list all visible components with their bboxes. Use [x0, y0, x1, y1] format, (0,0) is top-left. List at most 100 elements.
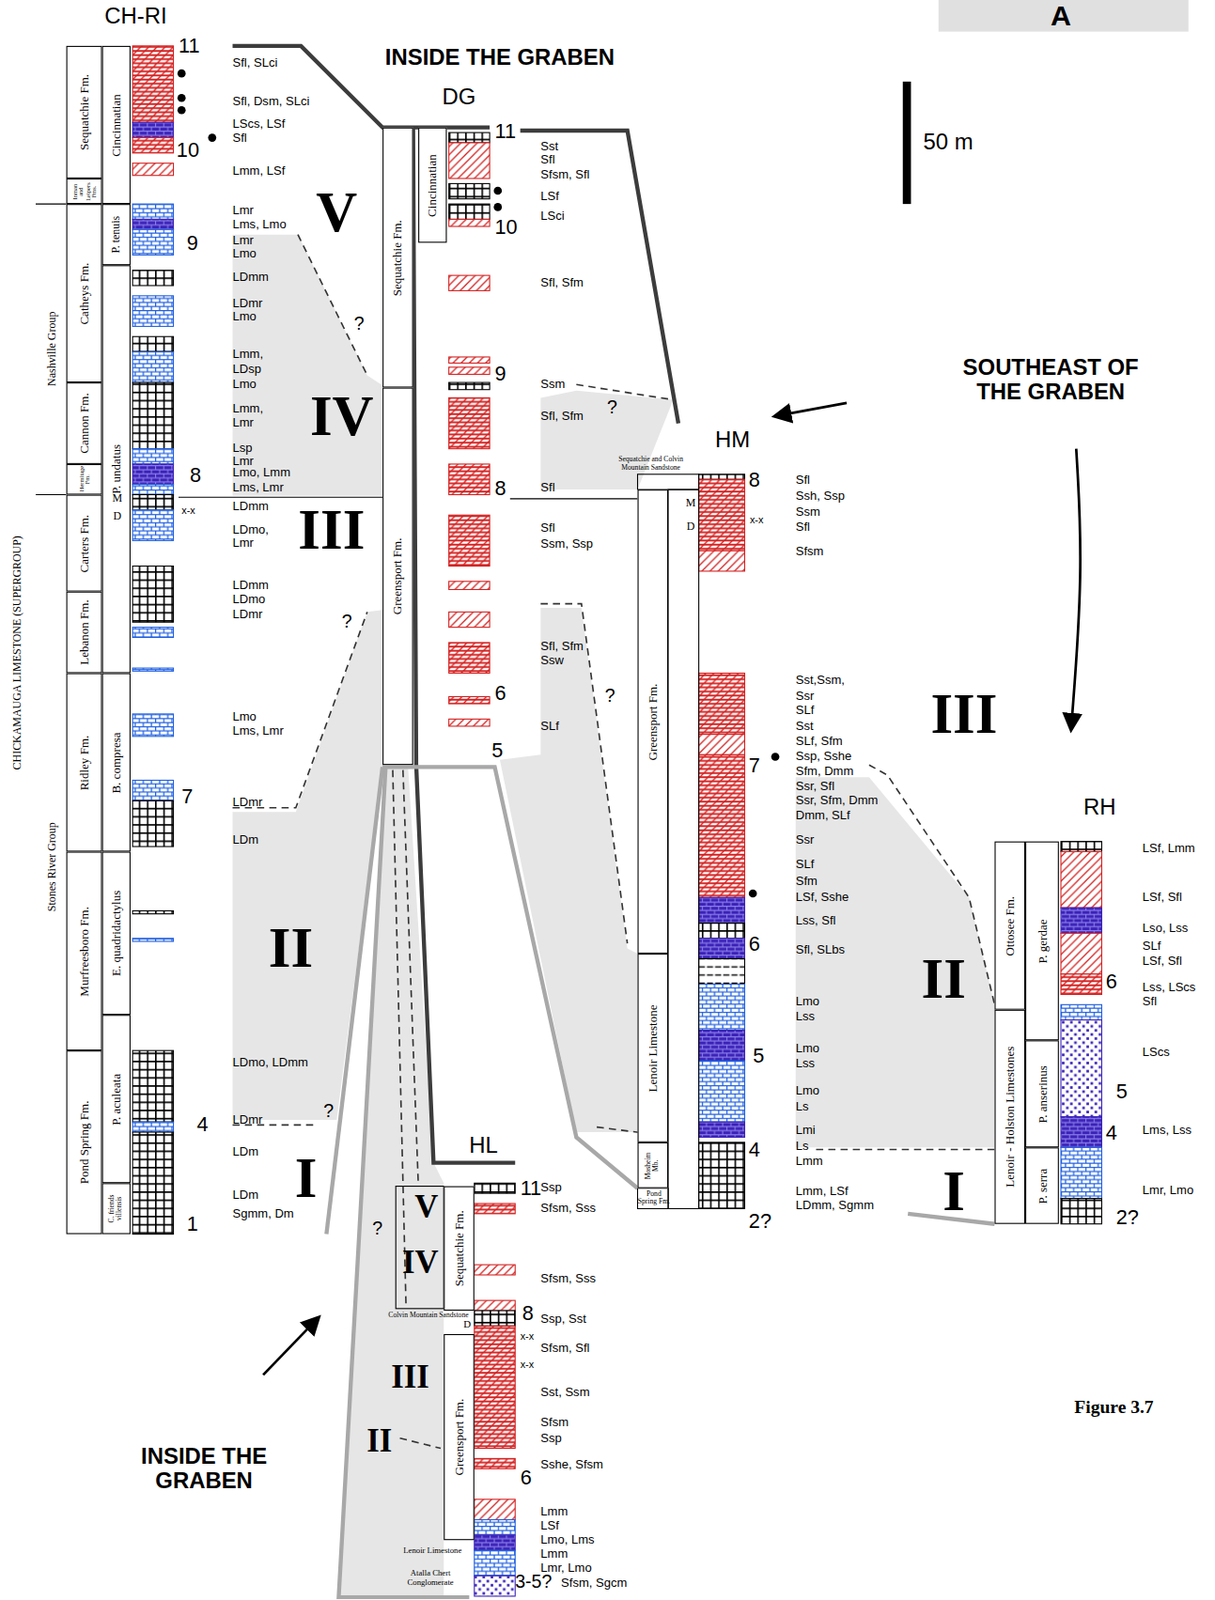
lithology-bed: [699, 734, 746, 756]
formation-box: Carters Fm.: [66, 495, 103, 592]
lithofacies-code: LSf: [540, 1519, 560, 1533]
lithology-bed: [474, 1535, 515, 1551]
lithology-bed: [132, 910, 173, 914]
lithofacies-code: Sfsm, Sgcm: [560, 1576, 627, 1590]
biozone-box: Cincinnatian: [418, 127, 447, 244]
lithology-bed: [132, 46, 173, 123]
lithofacies-code: Sst: [795, 719, 814, 733]
biozone-box: P. tenuis: [102, 203, 131, 265]
fossil-symbol: [177, 93, 187, 103]
sequence-number: III: [930, 682, 997, 746]
lithology-bed: [132, 1132, 173, 1235]
lithofacies-code: LScs: [1142, 1045, 1170, 1060]
query-mark: ?: [605, 686, 616, 707]
unit-name: Nashville Group: [45, 311, 58, 387]
lithofacies-code: LSf: [540, 189, 560, 203]
region-heading: INSIDE THE GRABEN: [385, 46, 615, 71]
unit-name: Sequatchie Fm.: [77, 48, 92, 176]
lithology-bed: [699, 754, 746, 898]
lithofacies-code: Lmr, Lmo: [540, 1561, 592, 1575]
lithofacies-code: Lss, LScs: [1142, 981, 1196, 995]
lithofacies-code: Lmo: [233, 377, 257, 391]
region-heading: SOUTHEAST OF THE GRABEN: [940, 356, 1160, 406]
lithology-bed: [449, 142, 490, 179]
correlation-area: [233, 234, 384, 497]
lithofacies-code: Sfsm, Sss: [540, 1201, 596, 1215]
formation-box: Greensport Fm.: [382, 388, 414, 766]
column-outline: [668, 489, 700, 1209]
lithology-bed: [474, 1310, 515, 1326]
lithofacies-code: Ssm, Ssp: [540, 538, 593, 552]
horizon-number: 9: [495, 361, 507, 385]
lithofacies-code: Ls: [795, 1139, 810, 1153]
bed-marker: D: [113, 509, 123, 522]
lithofacies-code: Lmr: [233, 233, 254, 248]
query-mark: ?: [372, 1218, 383, 1239]
lithology-bed: [132, 336, 173, 352]
sequence-number: V: [315, 180, 358, 244]
lithology-bed: [699, 1142, 746, 1210]
lithology-bed: [132, 510, 173, 542]
lithology-bed: [699, 550, 746, 572]
group-boundary: [35, 203, 67, 205]
lithology-bed: [132, 449, 173, 465]
lithofacies-code: Sfl: [795, 520, 810, 534]
group-boundary: [35, 494, 67, 496]
pointer-arrow: [775, 403, 847, 417]
query-mark: ?: [607, 397, 618, 418]
unit-name: Lebanon Fm.: [77, 594, 92, 670]
biozone-box: E. quadridactylus: [102, 851, 131, 1015]
lithology-bed: [474, 1550, 515, 1576]
lithofacies-code: Lmo, Lms: [540, 1533, 594, 1547]
pointer-arrow: [1071, 449, 1081, 731]
unit-name: Greensport Fm.: [391, 390, 405, 763]
lithology-bed: [1060, 841, 1102, 853]
lithofacies-code: LDmr: [233, 1113, 264, 1127]
lithology-bed: [132, 484, 173, 496]
unit-name: Cincinnatian: [109, 48, 124, 202]
lithology-bed: [449, 696, 490, 704]
unit-name: Lenoir Limestone: [646, 956, 660, 1139]
lithofacies-code: Ssr: [795, 689, 815, 703]
unit-name: CHICKAMAUGA LIMESTONE (SUPERGROUP): [10, 535, 23, 770]
lithofacies-code: LDmr: [233, 607, 264, 622]
lithofacies-code: SLf: [540, 719, 560, 733]
sequence-number: III: [390, 1358, 430, 1395]
lithofacies-code: LDmm: [233, 578, 269, 592]
unit-name: Sequatchie and Colvin Mountain Sandstone: [604, 456, 699, 473]
horizon-number: 11: [520, 1177, 543, 1200]
lithofacies-code: Sgmm, Dm: [233, 1207, 295, 1221]
horizon-number: 10: [495, 215, 518, 238]
lithology-bed: [132, 203, 173, 219]
lithofacies-code: Ssp, Sshe: [795, 749, 852, 764]
lithology-bed: [699, 1060, 746, 1122]
scale-bar: [903, 81, 912, 204]
sequence-number: II: [268, 917, 313, 981]
bed-marker: M: [685, 497, 697, 510]
unit-name: Lenoir Limestone: [403, 1546, 462, 1557]
lithology-bed: [474, 1203, 515, 1215]
lithofacies-code: Lmo: [795, 995, 820, 1009]
lithofacies-code: LDm: [233, 1146, 260, 1160]
lithofacies-code: Sfm, Dmm: [795, 765, 855, 779]
lithology-bed: [132, 938, 173, 942]
lithofacies-code: Sfsm, Sfl: [540, 169, 590, 183]
unit-name: P. serra: [1035, 1151, 1049, 1222]
pointer-arrow: [263, 1318, 319, 1376]
lithofacies-code: Lmr: [233, 204, 254, 219]
fossil-symbol: [207, 133, 217, 142]
unit-name: Greensport Fm.: [452, 1337, 467, 1538]
formation-box: Lenoir - Holston Limestones: [994, 1010, 1026, 1225]
lithofacies-code: Lmm: [540, 1547, 568, 1561]
lithofacies-code: Lmm,: [233, 402, 265, 416]
lithology-bed: [449, 382, 490, 390]
biozone-box: P. serra: [1025, 1147, 1060, 1224]
lithology-bed: [1060, 1199, 1102, 1225]
lithology-bed: [449, 718, 490, 727]
horizon-number: 7: [748, 753, 761, 777]
sequence-number: IV: [402, 1245, 439, 1281]
horizon-number: 5: [491, 738, 503, 762]
contact-symbol: x-x: [181, 504, 195, 516]
lithology-bed: [449, 183, 490, 199]
lithology-bed: [132, 566, 173, 624]
